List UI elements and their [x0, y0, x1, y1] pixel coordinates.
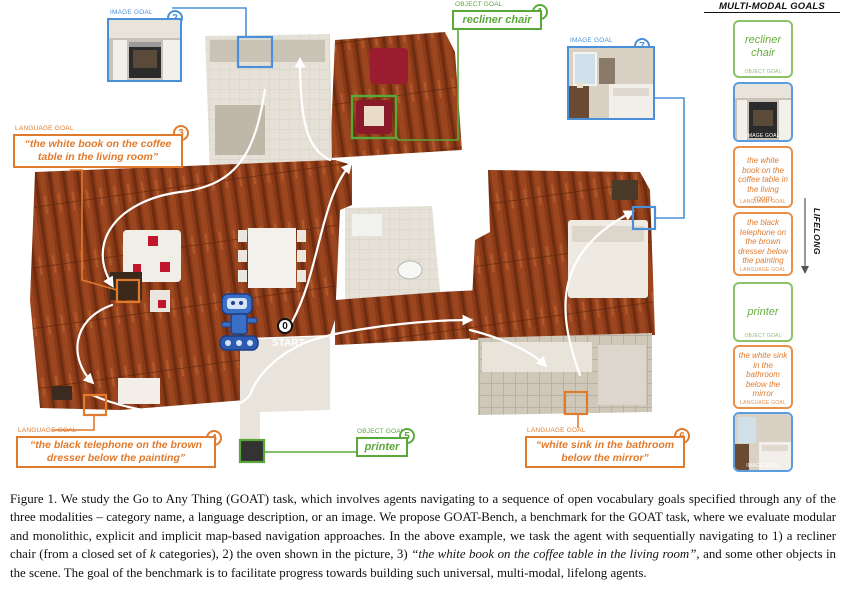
lifelong-label: LIFELONG — [812, 208, 822, 255]
oven-photo-icon — [735, 84, 791, 140]
panel-card-label: LANGUAGE GOAL — [740, 400, 786, 406]
goal-1-text: recliner chair — [452, 10, 542, 30]
caption-k: k — [149, 547, 156, 562]
bedroom-photo-icon — [569, 48, 653, 118]
living-room-floor — [30, 160, 352, 410]
goal-7-type-label: IMAGE GOAL — [570, 37, 613, 44]
caption-figure-label: Figure 1. — [10, 492, 58, 506]
bedroom-highlight-box — [631, 205, 657, 231]
caption-quote: “the white book on the coffee table in t… — [411, 547, 697, 562]
goal-2-type-label: IMAGE GOAL — [110, 9, 153, 16]
printer-highlight-box — [238, 438, 266, 464]
panel-card-white-book: the white book on the coffee table in th… — [733, 146, 793, 208]
goal-6-text: “white sink in the bathroom below the mi… — [525, 436, 685, 468]
caption-text-2: categories), 2) the oven shown in the pi… — [155, 547, 412, 562]
panel-card-bedroom-image: IMAGE GOAL — [733, 412, 793, 472]
panel-card-label: IMAGE GOAL — [746, 463, 780, 469]
dining-table — [248, 228, 296, 288]
panel-card-white-sink: the white sink in the bathroom below the… — [733, 345, 793, 409]
goal-4-text: “the black telephone on the brown dresse… — [16, 436, 216, 468]
panel-card-black-telephone: the black telephone on the brown dresser… — [733, 212, 793, 276]
hallway-floor — [335, 290, 480, 345]
start-number-badge: 0 — [277, 318, 293, 334]
panel-card-label: LANGUAGE GOAL — [740, 267, 786, 273]
robot-agent-icon — [219, 293, 259, 351]
goal-3-text: “the white book on the coffee table in t… — [13, 134, 183, 168]
goal-6-type-label: LANGUAGE GOAL — [527, 427, 586, 434]
panel-card-label: IMAGE GOAL — [746, 133, 780, 139]
panel-card-label: OBJECT GOAL — [744, 69, 782, 75]
coffee-table — [110, 272, 142, 300]
multi-modal-goals-title: MULTI-MODAL GOALS — [719, 1, 825, 12]
lifelong-arrow-icon — [801, 198, 809, 274]
oven-highlight-box — [236, 35, 274, 69]
telephone-highlight-box — [82, 393, 108, 417]
armchair — [370, 48, 408, 84]
caption-text-1: We study the Go to Any Thing (GOAT) task… — [10, 492, 836, 562]
start-label: START — [272, 338, 305, 349]
panel-card-oven-image: IMAGE GOAL — [733, 82, 793, 142]
floor-plan-map — [30, 7, 685, 464]
panel-card-text: the white book on the coffee table in th… — [738, 156, 788, 204]
goal-1-type-label: OBJECT GOAL — [455, 1, 503, 8]
sink-highlight-box — [563, 390, 589, 416]
bedroom-image-goal — [567, 46, 655, 120]
panel-card-text: the black telephone on the brown dresser… — [738, 218, 788, 266]
caption-text-3: , and some other objects in the scene. T… — [10, 547, 836, 580]
goal-5-type-label: OBJECT GOAL — [357, 428, 405, 435]
goal-4-type-label: LANGUAGE GOAL — [18, 427, 77, 434]
bedroom-photo-icon — [735, 414, 791, 470]
panel-card-recliner: recliner chair OBJECT GOAL — [733, 20, 793, 78]
panel-card-text: printer — [747, 306, 779, 318]
recliner-highlight-box — [350, 94, 398, 140]
panel-card-label: LANGUAGE GOAL — [740, 199, 786, 205]
panel-title-divider — [704, 12, 840, 13]
book-highlight-box — [115, 278, 141, 304]
printer-corridor-floor — [240, 336, 330, 460]
goal-3-type-label: LANGUAGE GOAL — [15, 125, 74, 132]
goal-5-text: printer — [356, 437, 408, 457]
oven-image-goal — [107, 18, 182, 82]
panel-card-text: recliner chair — [744, 34, 782, 59]
figure-caption: Figure 1. We study the Go to Any Thing (… — [10, 490, 836, 582]
oven-photo-icon — [109, 20, 180, 80]
panel-card-label: OBJECT GOAL — [744, 333, 782, 339]
panel-card-text: the white sink in the bathroom below the… — [738, 351, 788, 399]
panel-card-printer: printer OBJECT GOAL — [733, 282, 793, 342]
